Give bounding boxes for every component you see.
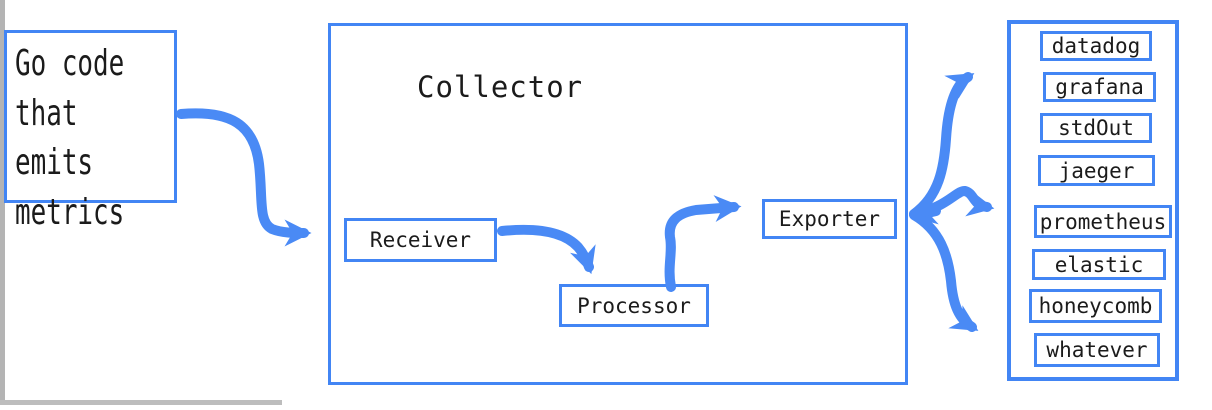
destination-datadog: datadog [1040,31,1152,61]
destination-label: elastic [1054,252,1144,277]
processor-box: Processor [559,284,709,327]
receiver-label: Receiver [369,228,472,252]
destination-label: datadog [1051,34,1141,58]
exporter-label: Exporter [778,207,881,231]
source-code-label: Go code that emits metrics [15,43,125,234]
arrow-exporter-to-bottom-destinations-icon [909,210,979,332]
destination-label: grafana [1055,75,1144,99]
collector-title: Collector [417,70,584,104]
destination-label: stdOut [1058,116,1134,140]
destination-label: honeycomb [1038,294,1153,318]
destination-label: whatever [1046,338,1148,362]
window-edge-bottom [0,400,282,405]
destination-grafana: grafana [1043,72,1156,102]
arrow-source-to-collector-icon [176,108,312,247]
destination-honeycomb: honeycomb [1029,289,1162,323]
destination-jaeger: jaeger [1038,155,1155,186]
receiver-box: Receiver [344,218,497,262]
destination-stdout: stdOut [1040,113,1152,143]
destination-whatever: whatever [1034,333,1160,367]
destination-label: prometheus [1039,209,1167,234]
source-code-box: Go code that emits metrics [4,30,177,233]
destination-label: jaeger [1058,158,1135,183]
arrow-exporter-to-top-destinations-icon [909,72,975,219]
arrow-exporter-to-middle-destinations-icon [909,186,995,219]
exporter-box: Exporter [762,199,897,239]
destination-elastic: elastic [1032,249,1166,280]
arrow-junction-left-icon [909,197,941,225]
processor-label: Processor [577,293,691,318]
destination-prometheus: prometheus [1034,205,1172,238]
window-edge-left [0,0,5,404]
